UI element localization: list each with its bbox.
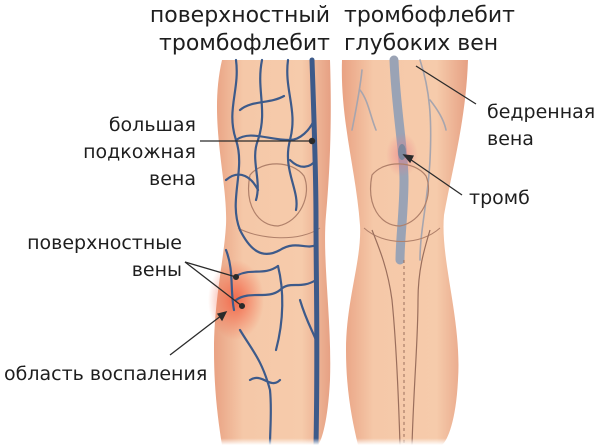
left-leg [208, 57, 340, 445]
thrombus [398, 144, 406, 160]
label-great-saphenous-line3: вена [149, 168, 196, 190]
title-deep-line1: тромбофлебит [344, 3, 515, 28]
label-superficial-veins-line1: поверхностные [27, 232, 182, 254]
femoral-vein [389, 55, 409, 265]
right-leg [340, 55, 470, 445]
label-thrombus: тромб [469, 187, 530, 209]
superficial-vein-network [224, 58, 318, 445]
label-great-saphenous-line1: большая [108, 114, 196, 136]
title-deep-line2: глубоких вен [344, 31, 499, 56]
title-superficial-line1: поверхностный [149, 3, 330, 28]
label-femoral-vein-line2: вена [487, 128, 534, 150]
label-femoral-vein-line1: бедренная [487, 101, 596, 123]
label-superficial-veins-line2: вены [131, 259, 182, 281]
label-inflammation-area: область воспаления [4, 363, 208, 385]
title-superficial-line2: тромбофлебит [159, 31, 330, 56]
pointer-lines [169, 65, 477, 356]
label-great-saphenous-line2: подкожная [83, 141, 196, 163]
